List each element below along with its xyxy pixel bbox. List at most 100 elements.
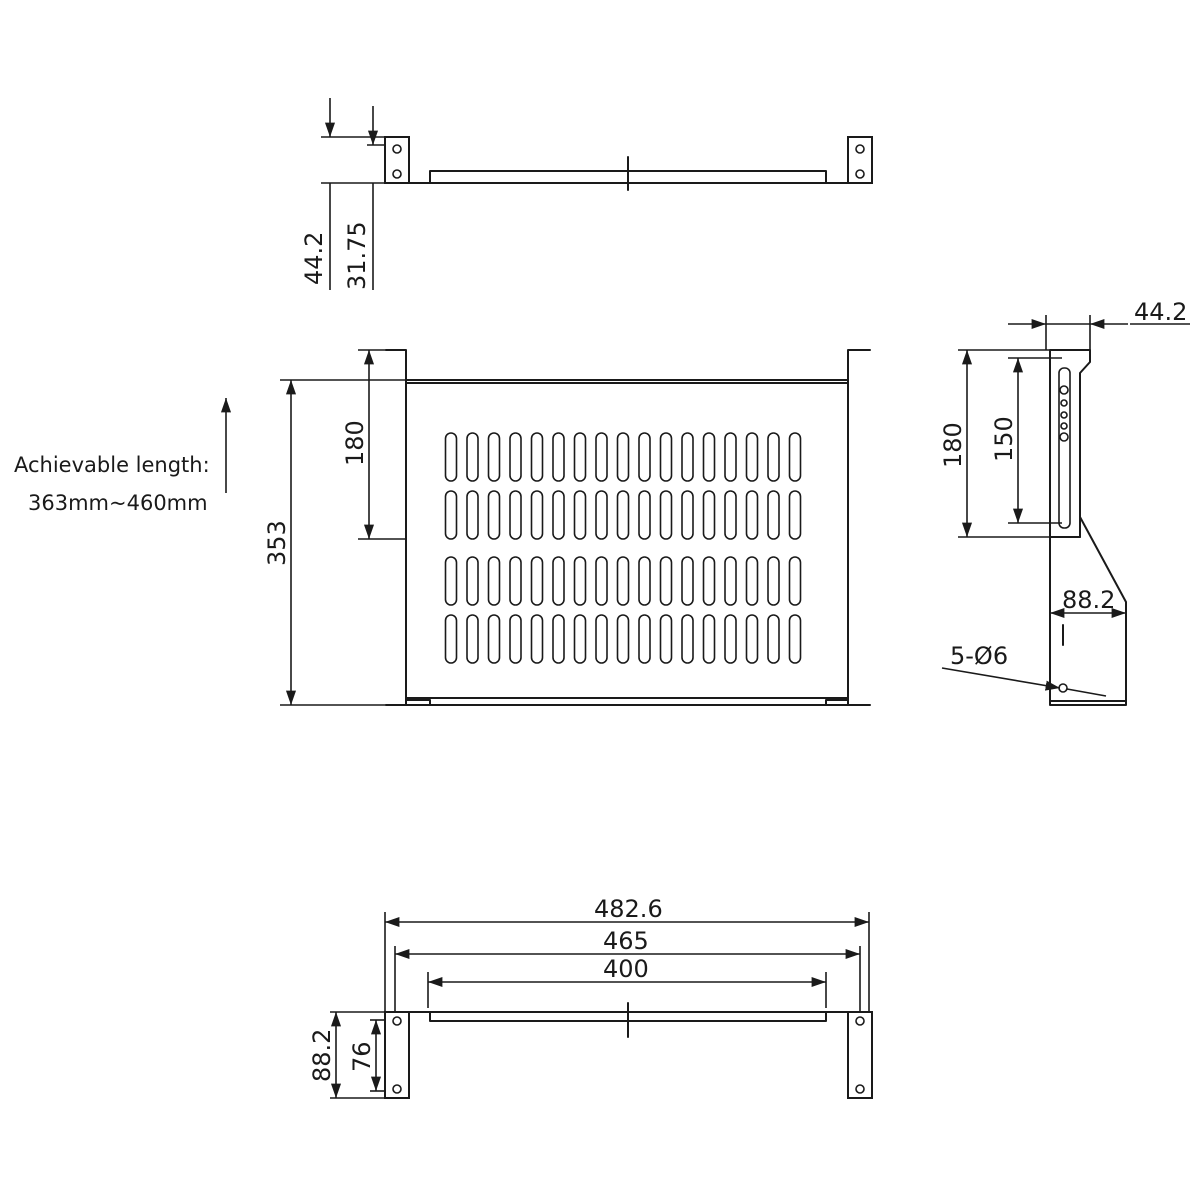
vent-slot bbox=[509, 432, 522, 482]
vent-slot bbox=[552, 432, 565, 482]
side-view-mount-hole-icon bbox=[1058, 683, 1068, 693]
vent-slot bbox=[530, 614, 544, 664]
vent-slot bbox=[552, 490, 565, 540]
vent-slot bbox=[509, 614, 522, 664]
vent-slot bbox=[681, 614, 694, 664]
vent-slot bbox=[745, 432, 759, 482]
vent-slot bbox=[702, 614, 716, 664]
dim-side-height-outer: 180 bbox=[939, 422, 967, 468]
front-view-hole-icon bbox=[855, 1016, 865, 1026]
top-view-hole-icon bbox=[392, 169, 402, 179]
vent-slot bbox=[724, 490, 737, 540]
plan-view-tray bbox=[405, 379, 849, 706]
vent-slot bbox=[487, 432, 501, 482]
side-view-hole-icon bbox=[1060, 399, 1068, 407]
vent-slot bbox=[681, 556, 694, 606]
vent-slot bbox=[724, 614, 737, 664]
vent-slot bbox=[509, 490, 522, 540]
vent-slot bbox=[530, 490, 544, 540]
dim-top-height-inner: 31.75 bbox=[343, 221, 371, 290]
vent-slot bbox=[595, 432, 608, 482]
dim-front-height-inner: 76 bbox=[348, 1041, 376, 1072]
note-label: Achievable length: bbox=[14, 453, 210, 477]
vent-slot bbox=[595, 556, 608, 606]
vent-slot bbox=[724, 556, 737, 606]
vent-slot bbox=[681, 490, 694, 540]
vent-slot bbox=[595, 614, 608, 664]
vent-slot bbox=[444, 490, 458, 540]
vent-slot bbox=[573, 556, 587, 606]
vent-slot bbox=[573, 432, 587, 482]
side-view-lower-bracket bbox=[1049, 516, 1127, 706]
vent-slot bbox=[724, 432, 737, 482]
dim-side-bottom-width: 88.2 bbox=[1062, 586, 1115, 614]
dim-plan-depth-total: 353 bbox=[263, 520, 291, 566]
side-view-hole-icon bbox=[1060, 411, 1068, 419]
vent-slot bbox=[659, 432, 673, 482]
dim-plan-depth-front: 180 bbox=[341, 420, 369, 466]
vent-slot bbox=[745, 556, 759, 606]
vent-slot bbox=[487, 614, 501, 664]
vent-slot bbox=[466, 432, 479, 482]
vent-slot bbox=[616, 432, 630, 482]
dim-side-height-inner: 150 bbox=[990, 416, 1018, 462]
vent-slot bbox=[659, 556, 673, 606]
vent-slot bbox=[788, 556, 802, 606]
top-view-hole-icon bbox=[855, 169, 865, 179]
vent-slot bbox=[530, 432, 544, 482]
vent-slot bbox=[681, 432, 694, 482]
front-view-hole-icon bbox=[392, 1016, 402, 1026]
vent-slot bbox=[616, 556, 630, 606]
side-view-hole-icon bbox=[1059, 385, 1069, 395]
vent-slot bbox=[638, 490, 651, 540]
side-view-hole-icon bbox=[1060, 422, 1068, 430]
vent-slot bbox=[702, 556, 716, 606]
front-view-right-bracket bbox=[847, 1011, 873, 1099]
dim-front-height-total: 88.2 bbox=[308, 1029, 336, 1082]
vent-slot bbox=[745, 614, 759, 664]
vent-slot bbox=[444, 432, 458, 482]
plan-view: 353 180 bbox=[263, 349, 871, 706]
dim-front-width-total: 482.6 bbox=[594, 895, 663, 923]
plan-view-left-flange bbox=[385, 349, 407, 706]
vent-slot bbox=[638, 556, 651, 606]
achievable-length-note: Achievable length: 363mm~460mm bbox=[14, 398, 232, 515]
vent-slot bbox=[767, 556, 780, 606]
front-view-hole-icon bbox=[392, 1084, 402, 1094]
vent-slot bbox=[573, 614, 587, 664]
vent-slot bbox=[767, 432, 780, 482]
side-view: 44.2 180 150 88.2 5-Ø6 bbox=[939, 298, 1190, 706]
vent-slots bbox=[444, 432, 802, 664]
vent-slot bbox=[616, 490, 630, 540]
vent-slot bbox=[659, 490, 673, 540]
vent-slot bbox=[466, 490, 479, 540]
vent-slot bbox=[595, 490, 608, 540]
front-view-hole-icon bbox=[855, 1084, 865, 1094]
dim-top-height-total: 44.2 bbox=[300, 232, 328, 285]
top-view-hole-icon bbox=[855, 144, 865, 154]
vent-slot bbox=[444, 614, 458, 664]
vent-slot bbox=[767, 614, 780, 664]
dim-side-holes: 5-Ø6 bbox=[950, 642, 1008, 670]
vent-slot bbox=[487, 556, 501, 606]
vent-slot bbox=[466, 556, 479, 606]
vent-slot bbox=[659, 614, 673, 664]
dim-side-top-width: 44.2 bbox=[1134, 298, 1187, 326]
vent-slot bbox=[530, 556, 544, 606]
vent-slot bbox=[466, 614, 479, 664]
vent-slot bbox=[767, 490, 780, 540]
top-view-right-bracket bbox=[847, 136, 873, 184]
top-view-left-bracket bbox=[384, 136, 410, 184]
vent-slot bbox=[552, 556, 565, 606]
top-view: 44.2 31.75 bbox=[300, 98, 873, 290]
vent-slot bbox=[788, 490, 802, 540]
vent-slot bbox=[616, 614, 630, 664]
vent-slot bbox=[509, 556, 522, 606]
front-view-left-bracket bbox=[384, 1011, 410, 1099]
vent-slot bbox=[745, 490, 759, 540]
side-view-hole-icon bbox=[1059, 432, 1069, 442]
vent-slot bbox=[638, 432, 651, 482]
vent-slot bbox=[638, 614, 651, 664]
vent-slot bbox=[702, 490, 716, 540]
